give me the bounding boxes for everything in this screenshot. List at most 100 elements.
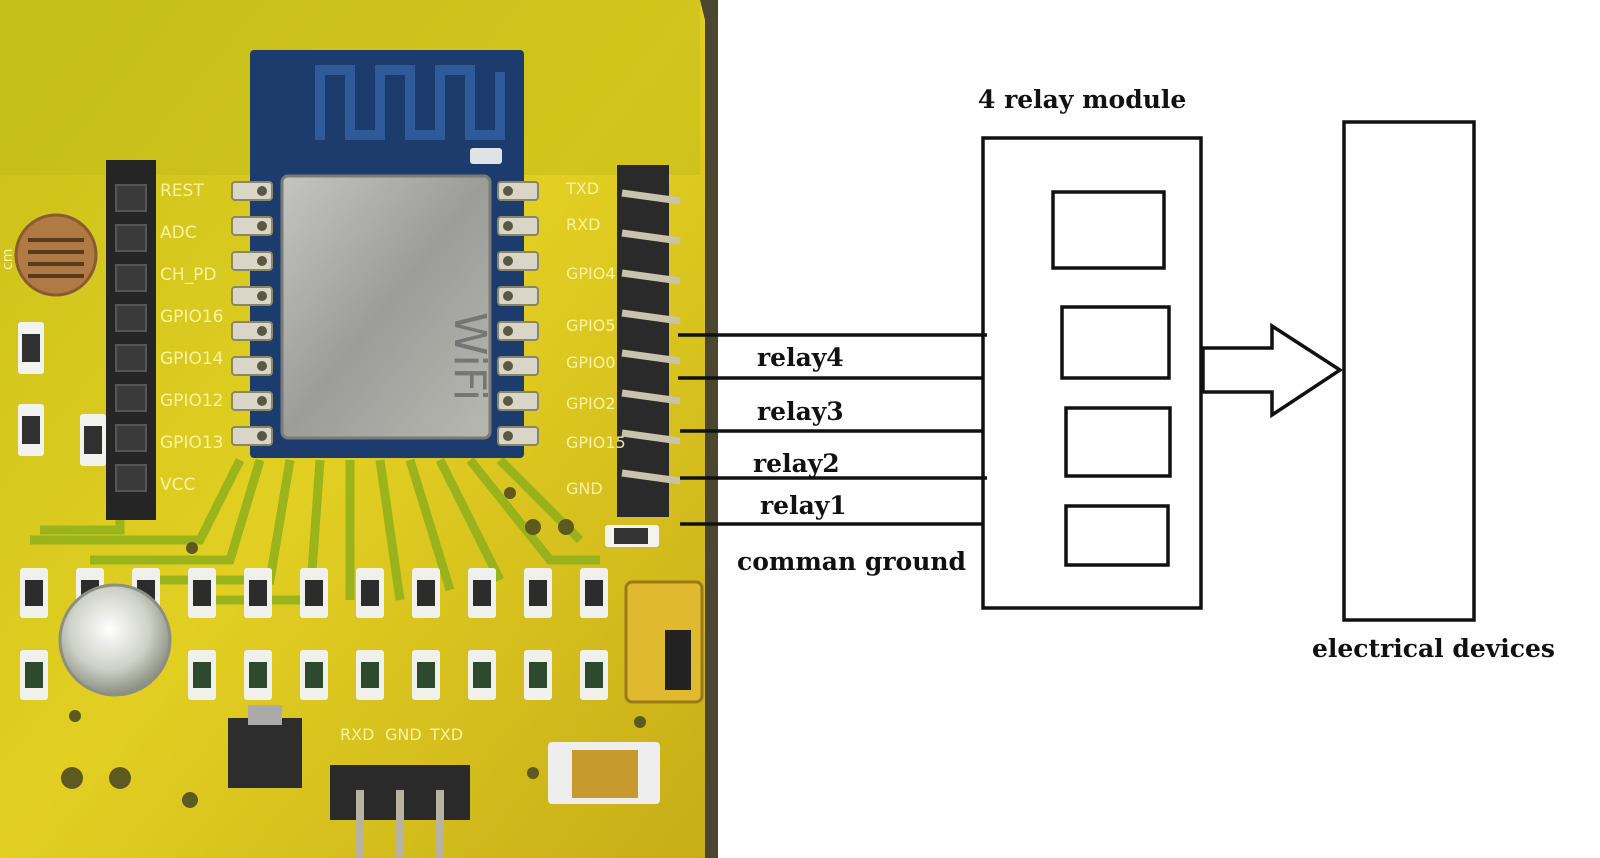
right-pin-label: GPIO5 (566, 316, 616, 335)
header-pin (115, 184, 147, 212)
header-pin (621, 189, 681, 205)
module-led (470, 148, 502, 164)
smd-part (580, 650, 608, 700)
serial-pin-label: RXD (340, 725, 374, 744)
module-pad (231, 251, 273, 271)
smd-part (244, 650, 272, 700)
smd-part (244, 568, 272, 618)
left-pin-label: GPIO13 (160, 433, 223, 453)
relay2-label: relay2 (753, 449, 840, 478)
module-pad (231, 286, 273, 306)
left-pin-label: CH_PD (160, 265, 217, 285)
right-pin-label: RXD (566, 215, 600, 234)
header-pin (115, 424, 147, 452)
serial-header-pins (356, 790, 444, 858)
left-header (106, 160, 156, 520)
relay-schematic: 4 relay module relay4 relay3 relay2 rela… (678, 0, 1600, 858)
smd-part (524, 568, 552, 618)
relay-module-box (981, 136, 1203, 610)
common-ground-label: comman ground (737, 547, 966, 576)
module-pad (497, 286, 539, 306)
module-pad (497, 251, 539, 271)
relay-unit-3 (1064, 406, 1172, 478)
module-pad (497, 321, 539, 341)
relay-unit-4 (1064, 504, 1170, 567)
output-arrow (1201, 322, 1344, 419)
module-pad (231, 426, 273, 446)
esp8266-board: WiFi RESTADCCH_PDGPIO16GPIO14GPIO12GPIO1… (0, 0, 718, 858)
left-pin-label: VCC (160, 475, 195, 495)
voltage-regulator (228, 718, 302, 788)
antenna-trace (315, 65, 505, 140)
header-pin (621, 429, 681, 445)
module-pad (231, 391, 273, 411)
left-header-pins (115, 184, 147, 492)
serial-pin-labels: RXD GND TXD (340, 725, 463, 744)
smd-part (356, 568, 384, 618)
right-header (617, 165, 669, 517)
rf-shield (280, 174, 492, 440)
smd-part (468, 568, 496, 618)
side-resistors (18, 322, 106, 466)
module-pad (497, 426, 539, 446)
smd-part (356, 650, 384, 700)
regulator-tab (248, 705, 282, 725)
relay4-label: relay4 (757, 343, 844, 372)
left-pin-label: REST (160, 181, 204, 201)
smd-part (188, 650, 216, 700)
smd-part (468, 650, 496, 700)
relay-unit-1 (1051, 190, 1166, 270)
right-pin-label: GND (566, 479, 603, 498)
left-pin-label: GPIO12 (160, 391, 223, 411)
electrical-devices-box (1342, 120, 1476, 622)
relay-module-title: 4 relay module (978, 85, 1186, 114)
right-pin-label: GPIO0 (566, 353, 616, 372)
header-pin (115, 304, 147, 332)
serial-pin-label: GND (385, 725, 422, 744)
serial-pin-label: TXD (429, 725, 463, 744)
header-pin (621, 309, 681, 325)
header-pin (115, 464, 147, 492)
smd-part (188, 568, 216, 618)
module-pad (231, 356, 273, 376)
smd-part (412, 650, 440, 700)
smd-part (300, 650, 328, 700)
module-mark: WiFi (444, 312, 495, 401)
ldr-sensor (14, 213, 98, 297)
ldr-pattern (28, 238, 84, 278)
module-pad (497, 391, 539, 411)
right-pin-label: GPIO2 (566, 394, 616, 413)
gpio-wires (678, 333, 987, 526)
smd-part (300, 568, 328, 618)
tantalum-capacitor (572, 750, 638, 798)
right-pin-label: GPIO15 (566, 433, 626, 452)
electrical-devices-label: electrical devices (1312, 634, 1555, 663)
smd-part (524, 650, 552, 700)
smd-part (580, 568, 608, 618)
right-pin-label: GPIO4 (566, 264, 616, 283)
header-pin (621, 389, 681, 405)
header-pin (621, 269, 681, 285)
led-dome (58, 583, 172, 697)
module-pad (231, 181, 273, 201)
header-pin (621, 229, 681, 245)
sensor-mark: cm (0, 249, 16, 270)
header-pin (115, 384, 147, 412)
left-pin-label: GPIO14 (160, 349, 223, 369)
header-pin (621, 349, 681, 365)
schematic-background (718, 0, 1600, 858)
header-pin (115, 264, 147, 292)
left-pin-label: GPIO16 (160, 307, 223, 327)
module-pad (231, 321, 273, 341)
smd-component-rows (20, 568, 608, 700)
right-pin-label: TXD (565, 179, 599, 198)
smd-part (412, 568, 440, 618)
smd-part (20, 568, 48, 618)
module-pad (497, 181, 539, 201)
header-pin (621, 469, 681, 485)
module-pad (497, 216, 539, 236)
